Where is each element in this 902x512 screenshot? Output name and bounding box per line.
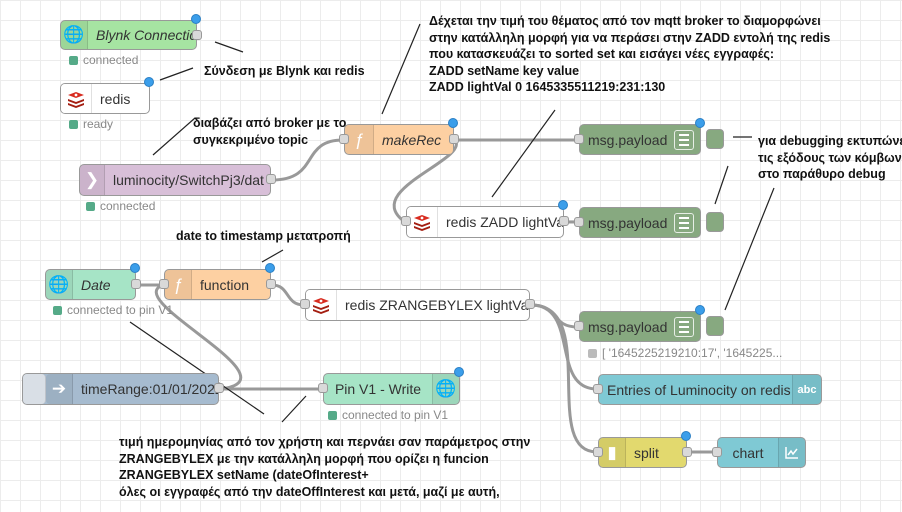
pointer-user-date-1 bbox=[129, 321, 265, 415]
function-node[interactable]: ƒ function bbox=[159, 263, 276, 300]
debug-toggle-button[interactable] bbox=[706, 316, 724, 336]
note-user-date: τιμή ημερομηνίας από τον χρήστη και περν… bbox=[119, 435, 531, 499]
input-port[interactable] bbox=[574, 217, 584, 227]
input-port[interactable] bbox=[401, 216, 411, 226]
globe-icon: 🌐 bbox=[61, 21, 88, 49]
abc-icon: abc bbox=[792, 375, 821, 404]
date-blynk-input-node[interactable]: 🌐 Date bbox=[45, 263, 141, 300]
debug-toggle-button[interactable] bbox=[706, 129, 724, 149]
pointer-makerec bbox=[381, 23, 421, 115]
pointer-redis bbox=[159, 67, 194, 81]
globe-icon: 🌐 bbox=[46, 270, 73, 299]
mqtt-in-node[interactable]: ❯ luminocity/SwitchPj3/dat bbox=[79, 164, 276, 196]
text-output-node[interactable]: Entries of Luminocity on redis abc bbox=[593, 374, 822, 405]
input-port[interactable] bbox=[593, 447, 603, 457]
input-port[interactable] bbox=[593, 384, 603, 394]
function-icon: ƒ bbox=[165, 270, 192, 299]
blynk-connection-node[interactable]: 🌐 Blynk Connection bbox=[60, 14, 202, 50]
output-port[interactable] bbox=[266, 279, 276, 289]
redis-icon bbox=[407, 207, 438, 237]
input-port[interactable] bbox=[574, 321, 584, 331]
output-port[interactable] bbox=[449, 134, 459, 144]
arrow-right-icon: ➔ bbox=[46, 374, 73, 404]
pin-v1-write-node[interactable]: Pin V1 - Write 🌐 bbox=[318, 367, 464, 405]
globe-icon: 🌐 bbox=[432, 374, 459, 404]
note-blynk-redis: Σύνδεση με Blynk και redis bbox=[204, 64, 365, 78]
split-node[interactable]: ▮ split bbox=[593, 431, 692, 468]
redis-zrangebylex-node[interactable]: redis ZRANGEBYLEX lightVal bbox=[300, 289, 535, 321]
status-icon bbox=[53, 305, 62, 315]
wire-zrange-split bbox=[530, 303, 598, 454]
makerec-function-node[interactable]: ƒ makeRec bbox=[339, 118, 459, 155]
output-port[interactable] bbox=[682, 447, 692, 457]
chart-icon bbox=[778, 438, 805, 467]
output-port[interactable] bbox=[266, 174, 276, 184]
status-icon bbox=[588, 348, 597, 358]
wifi-icon: ❯ bbox=[80, 165, 105, 195]
chart-node[interactable]: chart bbox=[712, 437, 806, 468]
debug-node-3[interactable]: msg.payload bbox=[574, 305, 724, 342]
status-icon bbox=[328, 410, 337, 420]
status-icon bbox=[69, 119, 78, 129]
debug-toggle-button[interactable] bbox=[706, 212, 724, 232]
pointer-user-date-2 bbox=[281, 395, 307, 423]
changed-indicator-dot bbox=[265, 263, 275, 273]
pointer-timestamp bbox=[261, 249, 284, 263]
input-port[interactable] bbox=[339, 134, 349, 144]
changed-indicator-dot bbox=[454, 367, 464, 377]
pointer-broker bbox=[152, 117, 196, 156]
input-port[interactable] bbox=[712, 447, 722, 457]
date-status: connected to pin V1 bbox=[53, 303, 173, 317]
inject-button-icon[interactable] bbox=[23, 374, 46, 404]
note-debug: για debugging εκτυπώνει τις εξόδους των … bbox=[758, 134, 902, 181]
output-port[interactable] bbox=[214, 383, 224, 393]
split-icon: ▮ bbox=[599, 438, 626, 467]
output-port[interactable] bbox=[525, 299, 535, 309]
function-icon: ƒ bbox=[345, 125, 374, 154]
changed-indicator-dot bbox=[695, 305, 705, 315]
note-makerec: Δέχεται την τιμή του θέματος από τον mqt… bbox=[429, 14, 831, 94]
pointer-debug2 bbox=[714, 165, 729, 205]
debug-list-icon bbox=[674, 316, 694, 337]
redis-status: ready bbox=[69, 117, 113, 131]
changed-indicator-dot bbox=[681, 431, 691, 441]
pointer-debug3 bbox=[724, 187, 775, 311]
changed-indicator-dot bbox=[130, 263, 140, 273]
output-port[interactable] bbox=[559, 216, 569, 226]
changed-indicator-dot bbox=[191, 14, 201, 24]
wire-timerange-function bbox=[154, 283, 243, 391]
note-broker: διαβάζει από broker με το συγκεκριμένο t… bbox=[193, 116, 347, 147]
debug3-status: [ '1645225219210:17', '1645225... bbox=[588, 346, 782, 360]
redis-icon bbox=[306, 290, 337, 320]
changed-indicator-dot bbox=[695, 118, 705, 128]
status-icon bbox=[69, 55, 78, 65]
pointer-blynk bbox=[214, 41, 244, 53]
redis-icon bbox=[61, 84, 92, 113]
debug-node-2[interactable]: msg.payload bbox=[574, 207, 724, 238]
input-port[interactable] bbox=[159, 279, 169, 289]
debug-list-icon bbox=[674, 129, 694, 150]
pointer-zadd bbox=[491, 109, 556, 198]
output-port[interactable] bbox=[192, 30, 202, 40]
input-port[interactable] bbox=[574, 134, 584, 144]
timerange-input-node[interactable]: ➔ timeRange:01/01/2022 bbox=[22, 373, 224, 405]
redis-config-node[interactable]: redis bbox=[60, 77, 154, 114]
input-port[interactable] bbox=[318, 383, 328, 393]
debug-node-1[interactable]: msg.payload bbox=[574, 118, 724, 155]
pinwrite-status: connected to pin V1 bbox=[328, 408, 448, 422]
changed-indicator-dot bbox=[144, 77, 154, 87]
wire-mqtt-makerec bbox=[271, 138, 344, 182]
input-port[interactable] bbox=[300, 299, 310, 309]
output-port[interactable] bbox=[131, 279, 141, 289]
redis-zadd-node[interactable]: redis ZADD lightVal bbox=[401, 200, 569, 238]
changed-indicator-dot bbox=[448, 118, 458, 128]
status-icon bbox=[86, 201, 95, 211]
blynk-status: connected bbox=[69, 53, 138, 67]
note-timestamp: date to timestamp μετατροπή bbox=[176, 229, 351, 243]
wire-makerec-zadd bbox=[392, 139, 458, 224]
mqtt-status: connected bbox=[86, 199, 155, 213]
changed-indicator-dot bbox=[558, 200, 568, 210]
debug-list-icon bbox=[674, 212, 694, 233]
